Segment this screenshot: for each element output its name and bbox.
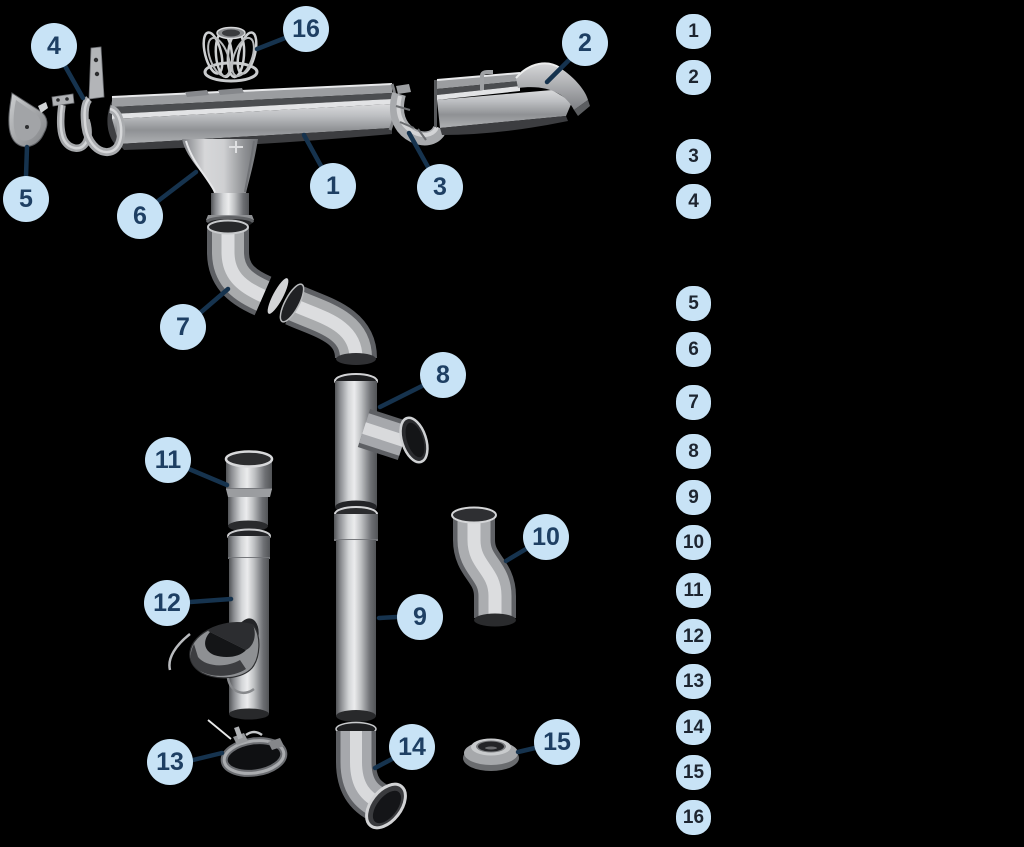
callout-14-number: 14 [398, 732, 426, 761]
callout-15: 15 [534, 719, 580, 765]
leader-10 [503, 546, 529, 564]
legend-item-16: 16 [676, 800, 711, 835]
callout-6-number: 6 [133, 201, 147, 230]
leader-5 [23, 144, 30, 179]
leader-8 [377, 383, 425, 410]
leader-13 [190, 750, 225, 763]
callout-4: 4 [31, 23, 77, 69]
leader-16 [254, 35, 288, 52]
legend-8-number: 8 [688, 441, 699, 462]
legend-item-11: 11 [676, 573, 711, 608]
callout-4-number: 4 [47, 31, 61, 60]
legend-item-7: 7 [676, 385, 711, 420]
part-rainwater-collector [168, 528, 271, 720]
callout-2: 2 [562, 20, 608, 66]
part-outlet-shoe [335, 721, 407, 830]
leader-15 [515, 745, 538, 755]
leader-lines [23, 35, 572, 771]
callout-1: 1 [310, 163, 356, 209]
part-drain-collar [463, 738, 519, 771]
legend-item-9: 9 [676, 480, 711, 515]
legend-5-number: 5 [688, 293, 699, 314]
leader-9 [376, 614, 400, 621]
leader-1 [301, 132, 324, 169]
legend-10-number: 10 [682, 532, 705, 553]
part-pipe-connector [224, 450, 274, 532]
callout-16-number: 16 [292, 14, 320, 43]
legend-item-15: 15 [676, 755, 711, 790]
legend-item-1: 1 [676, 14, 711, 49]
legend-11-number: 11 [683, 580, 704, 601]
callout-6: 6 [117, 193, 163, 239]
callout-12-number: 12 [153, 588, 181, 617]
legend-4-number: 4 [688, 191, 699, 212]
legend-6-number: 6 [688, 339, 699, 360]
part-gutter-end-piece [434, 62, 590, 135]
callout-16: 16 [283, 6, 329, 52]
part-gutter-end-cap [8, 92, 48, 148]
callout-8: 8 [420, 352, 466, 398]
callout-1-number: 1 [326, 171, 340, 200]
callout-7-number: 7 [176, 312, 190, 341]
callout-5-number: 5 [19, 184, 33, 213]
callout-13-number: 13 [156, 747, 184, 776]
part-offset-elbows [207, 219, 377, 365]
callout-3-number: 3 [433, 172, 447, 201]
legend-1-number: 1 [688, 21, 699, 42]
legend-2-number: 2 [688, 67, 699, 88]
legend-item-10: 10 [676, 525, 711, 560]
leader-12 [187, 596, 234, 605]
callout-3: 3 [417, 164, 463, 210]
callout-11-number: 11 [154, 445, 182, 474]
callout-12: 12 [144, 580, 190, 626]
part-pipe-clamp [207, 719, 288, 777]
legend-item-8: 8 [676, 434, 711, 469]
legend-14-number: 14 [682, 717, 705, 738]
legend-15-number: 15 [682, 762, 705, 783]
leader-3 [406, 130, 431, 170]
legend-item-4: 4 [676, 184, 711, 219]
callout-7: 7 [160, 304, 206, 350]
legend-item-12: 12 [676, 619, 711, 654]
callout-10: 10 [523, 514, 569, 560]
legend-item-6: 6 [676, 332, 711, 367]
leader-7 [197, 286, 231, 316]
legend-7-number: 7 [688, 392, 699, 413]
legend-3-number: 3 [688, 146, 699, 167]
callout-13: 13 [147, 739, 193, 785]
callout-11: 11 [145, 437, 191, 483]
callout-9: 9 [397, 594, 443, 640]
legend-16-number: 16 [682, 807, 705, 828]
callout-10-number: 10 [532, 522, 560, 551]
leader-11 [186, 466, 230, 488]
legend-12-number: 12 [682, 626, 705, 647]
collector-flap [168, 618, 260, 694]
callout-5: 5 [3, 176, 49, 222]
legend-13-number: 13 [682, 671, 705, 692]
part-gutter-outlet-funnel [182, 139, 258, 227]
callout-14: 14 [389, 724, 435, 770]
callout-15-number: 15 [543, 727, 571, 756]
legend-item-13: 13 [676, 664, 711, 699]
part-s-offset-bend [451, 506, 516, 627]
part-gutter-connector [389, 84, 447, 146]
leader-6 [155, 169, 199, 204]
legend-item-3: 3 [676, 139, 711, 174]
leader-4 [62, 63, 86, 101]
legend-item-2: 2 [676, 60, 711, 95]
part-downpipe [334, 506, 378, 722]
callout-9-number: 9 [413, 602, 427, 631]
legend-9-number: 9 [688, 487, 699, 508]
part-gutter-bracket-long [80, 46, 126, 156]
leader-2 [544, 57, 572, 85]
legend-item-5: 5 [676, 286, 711, 321]
part-branch-tee [334, 373, 429, 514]
leader-14 [372, 756, 395, 771]
callout-8-number: 8 [436, 360, 450, 389]
part-leaf-strainer [202, 26, 259, 83]
legend-item-14: 14 [676, 710, 711, 745]
callout-2-number: 2 [578, 28, 592, 57]
